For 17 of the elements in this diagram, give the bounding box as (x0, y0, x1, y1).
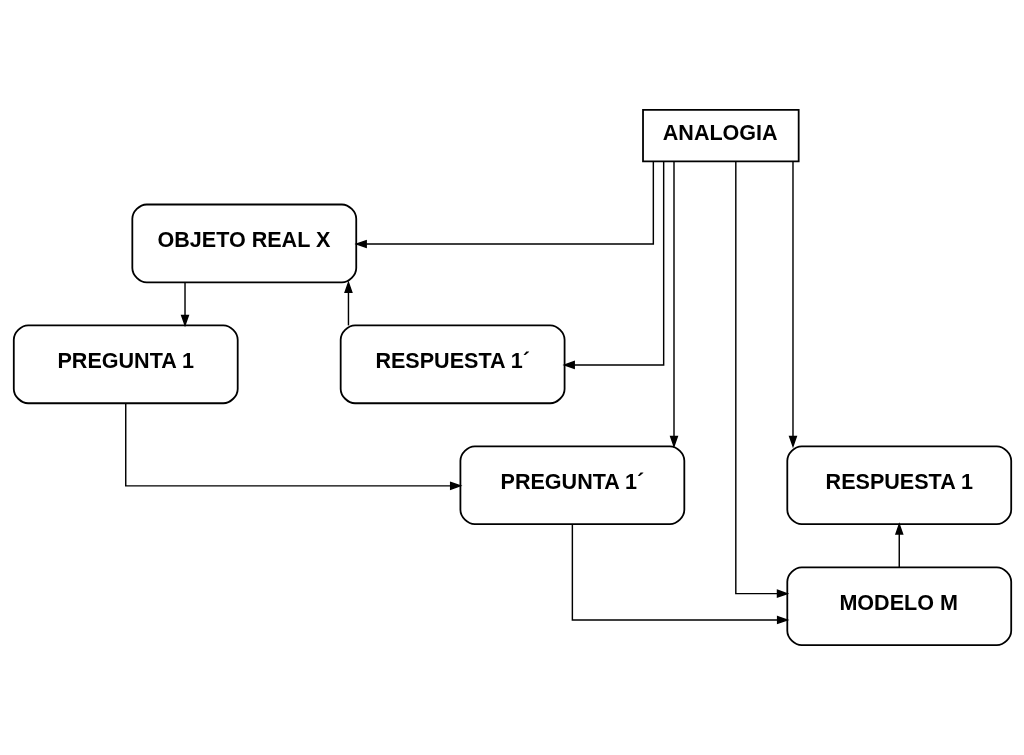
arrow (124, 402, 462, 491)
arrow (894, 522, 904, 568)
arrow (343, 280, 353, 327)
arrow (353, 161, 654, 249)
node-box: RESPUESTA 1´ (339, 324, 565, 405)
arrow (571, 523, 789, 625)
node-box: PREGUNTA 1´ (459, 445, 685, 526)
arrow (561, 160, 664, 370)
arrow (788, 161, 797, 449)
arrow (734, 160, 789, 598)
arrow (669, 161, 678, 449)
node-box: PREGUNTA 1 (12, 324, 239, 405)
arrow (180, 281, 189, 328)
node-box: MODELO M (785, 566, 1012, 646)
node-box: ANALOGIA (641, 108, 800, 163)
node-box: RESPUESTA 1 (785, 445, 1012, 526)
node-box: OBJETO REAL X (130, 203, 357, 284)
